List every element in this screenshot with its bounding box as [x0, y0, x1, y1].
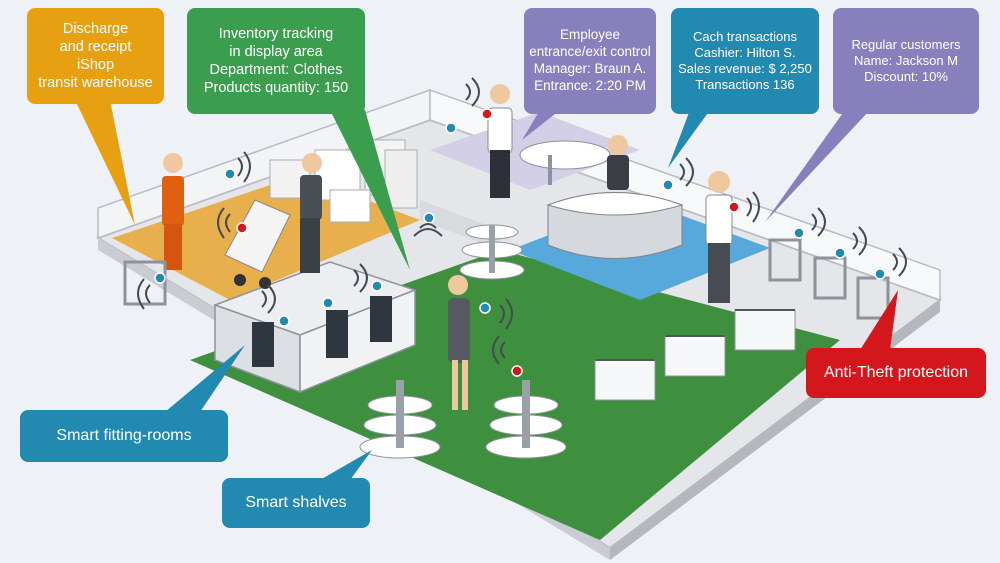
fitting-rooms [212, 261, 418, 394]
desk-icon [519, 140, 611, 185]
callout-line: Sales revenue: $ 2,250 [678, 61, 812, 76]
inventory-tracking-callout: Inventory tracking in display area Depar… [187, 8, 365, 114]
anti-theft-callout: Anti-Theft protection [806, 348, 986, 398]
fitting-callout-pointer [165, 345, 245, 412]
wireless-signal-icon [137, 77, 907, 365]
callout-line: Entrance: 2:20 PM [534, 77, 646, 93]
discharge-callout-pointer [75, 100, 135, 225]
callout-line: Name: Jackson M [853, 52, 959, 68]
person-icon [162, 153, 184, 270]
clothing-rack-icon [594, 359, 656, 401]
security-gate-icon [768, 238, 890, 320]
shelf-icon [485, 380, 567, 459]
callout-line: Department: Clothes [209, 62, 343, 78]
callout-line: Manager: Braun A. [533, 61, 647, 76]
callout-line: Cach transactions [692, 28, 798, 44]
callout-label: Anti-Theft protection [823, 364, 969, 381]
employee-callout-pointer [522, 110, 560, 140]
callout-line: Employee [559, 27, 621, 43]
person-icon [487, 84, 513, 198]
callout-line: iShop [76, 57, 115, 73]
employee-control-callout: Employee entrance/exit control Manager: … [524, 8, 656, 114]
person-icon [300, 153, 322, 273]
shelf-icon [459, 224, 525, 280]
callout-line: Discharge [62, 20, 129, 37]
callout-line: Discount: 10% [864, 69, 948, 85]
callout-line: Cashier: Hilton S. [694, 44, 796, 60]
person-icon [448, 275, 470, 410]
person-icon [607, 135, 629, 190]
clothing-rack-icon [664, 335, 726, 377]
callout-line: Products quantity: 150 [203, 80, 349, 97]
shelves-callout-pointer [320, 450, 372, 480]
inventory-callout-pointer [330, 110, 410, 270]
callout-label: Smart shalves [245, 494, 347, 511]
clothing-rack-icon [734, 309, 796, 351]
callout-line: Inventory tracking [218, 25, 334, 42]
antitheft-callout-pointer [860, 290, 898, 350]
security-gate-icon [123, 260, 167, 306]
shelf-icon [359, 380, 441, 459]
callout-line: Transactions 136 [695, 77, 795, 93]
smart-fitting-rooms-callout: Smart fitting-rooms [20, 410, 228, 462]
cash-transactions-callout: Cach transactions Cashier: Hilton S. Sal… [671, 8, 819, 114]
regular-callout-pointer [765, 110, 870, 222]
cart-icon [224, 199, 291, 289]
callout-line: and receipt [59, 38, 132, 55]
callout-line: in display area [229, 43, 323, 60]
callout-line: transit warehouse [38, 75, 153, 92]
callout-line: entrance/exit control [529, 44, 651, 60]
reception-counter [546, 192, 684, 259]
regular-customers-callout: Regular customers Name: Jackson M Discou… [833, 8, 979, 114]
person-icon [705, 171, 733, 303]
callout-line: Regular customers [851, 36, 961, 52]
rfid-tag-icon [154, 108, 886, 377]
smart-shelves-callout: Smart shalves [222, 478, 370, 528]
cash-callout-pointer [668, 110, 710, 168]
discharge-receipt-callout: Discharge and receipt iShop transit ware… [27, 8, 164, 104]
callout-label: Smart fitting-rooms [56, 427, 192, 444]
